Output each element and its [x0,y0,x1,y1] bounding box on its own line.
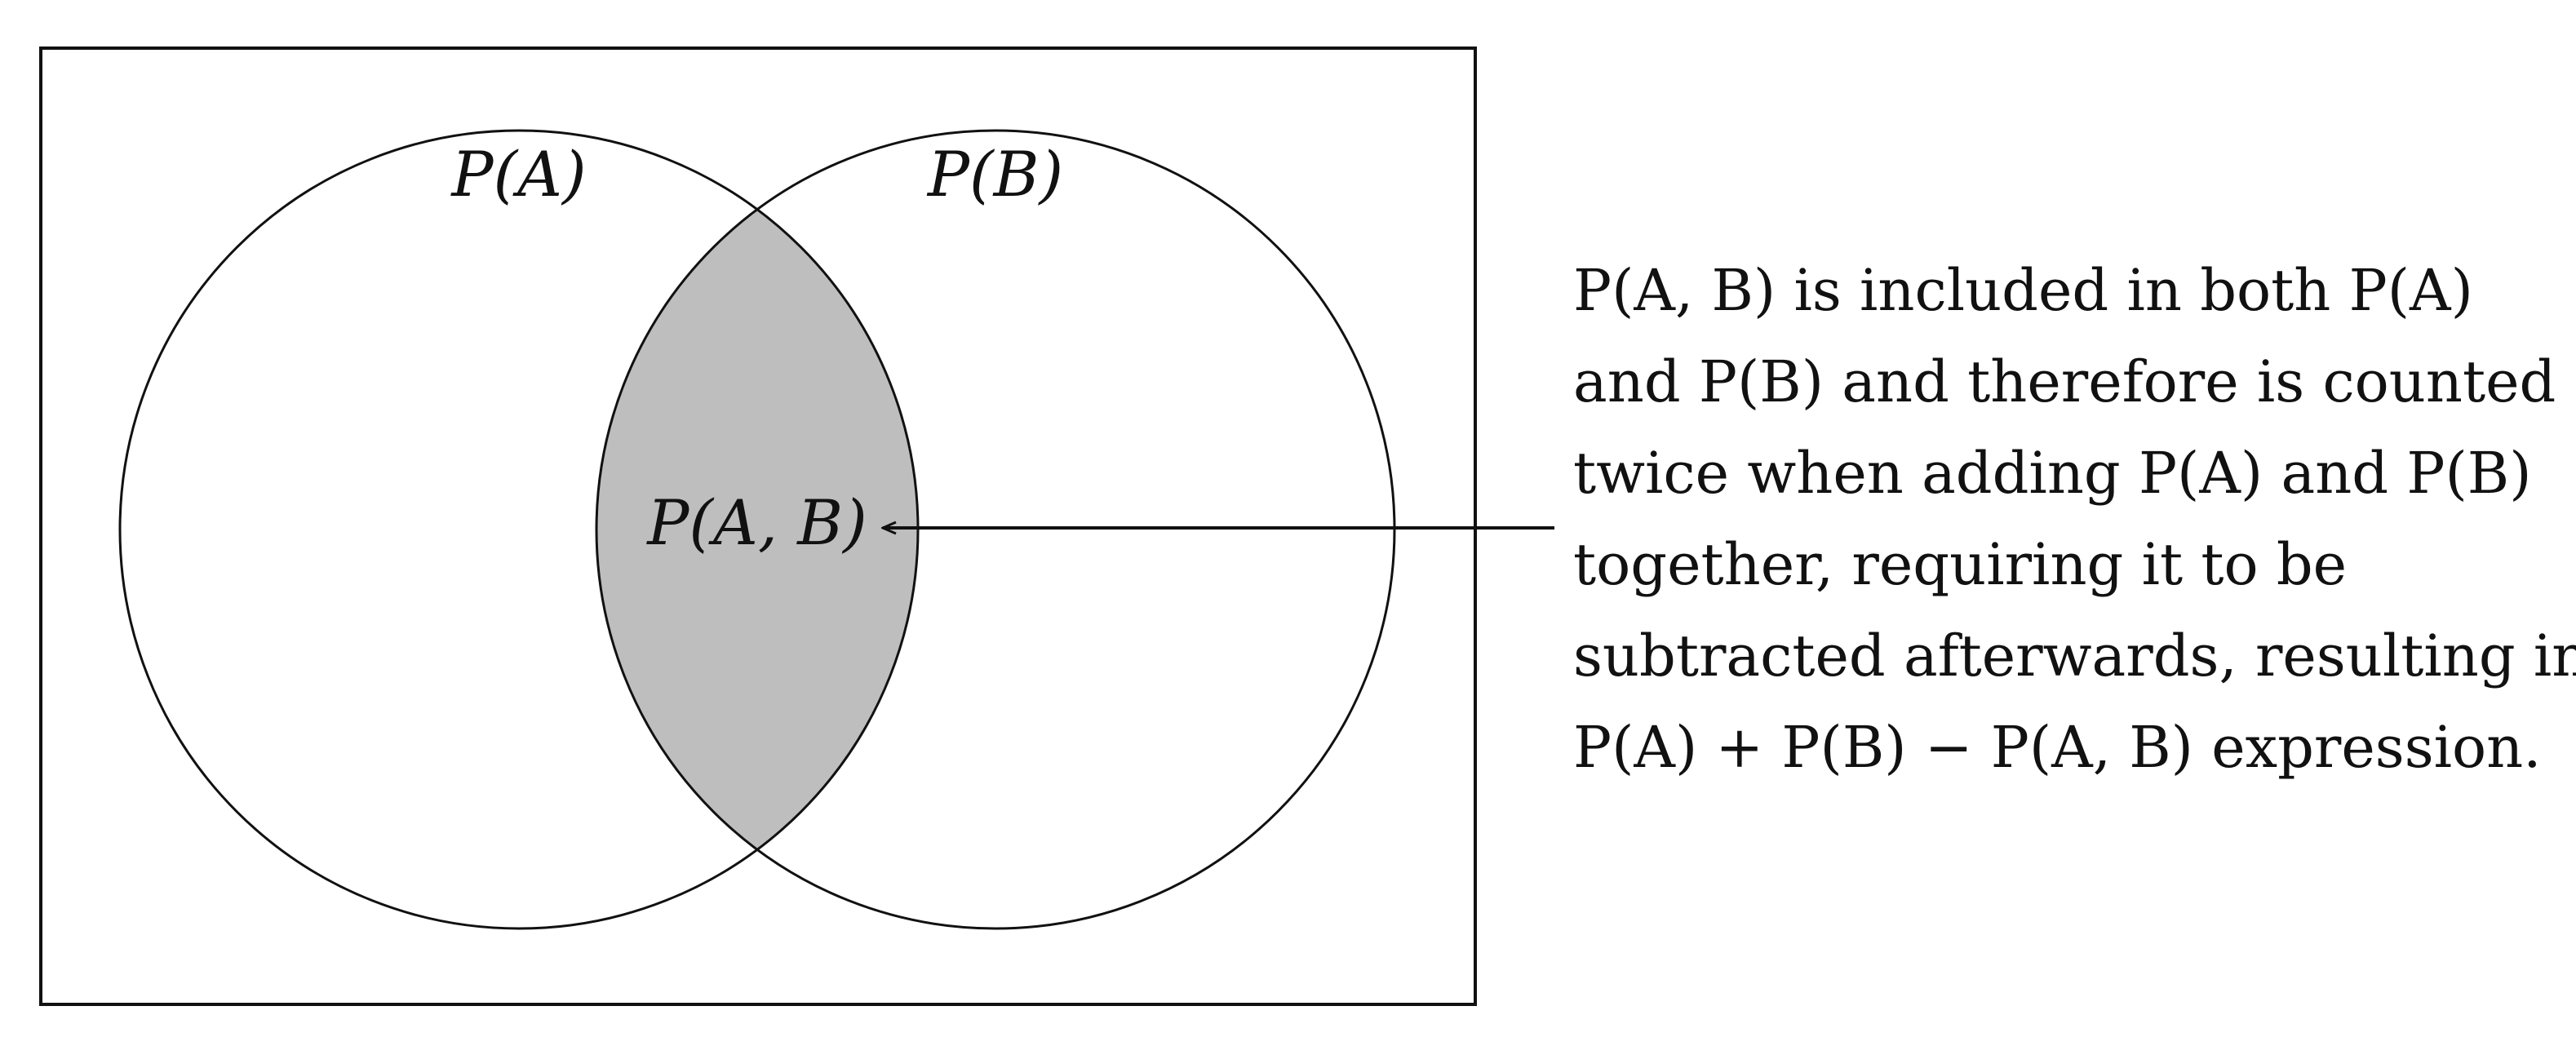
explanation-line: subtracted afterwards, resulting in [1573,623,2576,689]
set-b-label: P(B) [926,138,1063,211]
explanation-line: together, requiring it to be [1573,531,2348,598]
explanation-line: P(A) + P(B) − P(A, B) expression. [1573,714,2542,781]
intersection-label: P(A, B) [645,486,867,559]
explanation-line: twice when adding P(A) and P(B) [1573,440,2532,507]
set-a-label: P(A) [450,138,586,211]
explanation-line: and P(B) and therefore is counted [1573,348,2556,415]
explanation-text: P(A, B) is included in both P(A) and P(B… [1573,245,2576,793]
intersection-region [596,131,918,929]
explanation-line: P(A, B) is included in both P(A) [1573,257,2473,324]
